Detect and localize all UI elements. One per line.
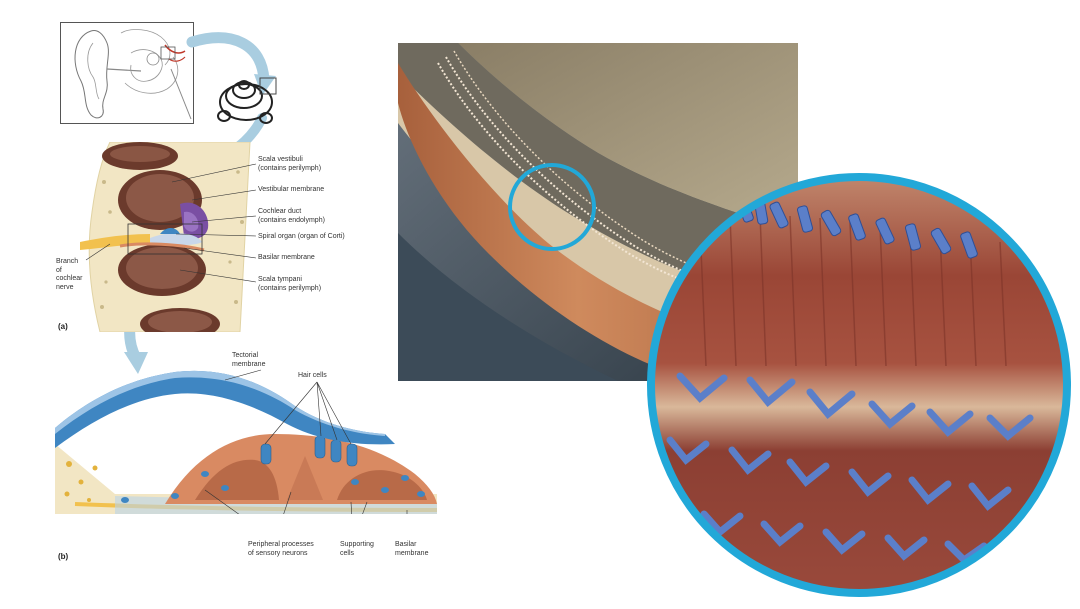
cochlea-cross-section: [80, 142, 257, 332]
cochlea-spiral-drawing: [217, 77, 277, 124]
label-vestibular-membrane: Vestibular membrane: [258, 186, 325, 193]
arrow-ear-to-cochlea: [186, 32, 270, 86]
label-peripheral-processes: Peripheral processes of sensory neurons: [248, 541, 314, 557]
label-tectorial-membrane: Tectorial membrane: [232, 352, 266, 368]
label-basilar-membrane-a: Basilar membrane: [258, 254, 315, 261]
organ-of-corti-drawing: [55, 369, 438, 514]
panel-a-tag: (a): [58, 322, 68, 331]
label-cochlear-duct: Cochlear duct (contains endolymph): [258, 208, 325, 224]
panel-b-tag: (b): [58, 552, 69, 561]
arrow-head-3: [124, 352, 148, 374]
label-hair-cells: Hair cells: [298, 372, 327, 379]
magnified-hair-cells: [647, 173, 1071, 597]
magnify-ring-small: [508, 163, 596, 251]
label-branch-cochlear-nerve: Branch of cochlear nerve: [56, 258, 83, 291]
label-supporting-cells: Supporting cells: [340, 541, 374, 557]
label-scala-tympani: Scala tympani (contains perilymph): [258, 276, 322, 292]
ear-outline-panel: [60, 22, 194, 124]
ear-anatomy-drawing: [74, 29, 192, 120]
label-basilar-membrane-b: Basilar membrane: [395, 541, 429, 557]
magnify-ring-large: [647, 173, 1071, 597]
label-spiral-organ: Spiral organ (organ of Corti): [258, 233, 345, 240]
label-scala-vestibuli: Scala vestibuli (contains perilymph): [258, 156, 322, 172]
